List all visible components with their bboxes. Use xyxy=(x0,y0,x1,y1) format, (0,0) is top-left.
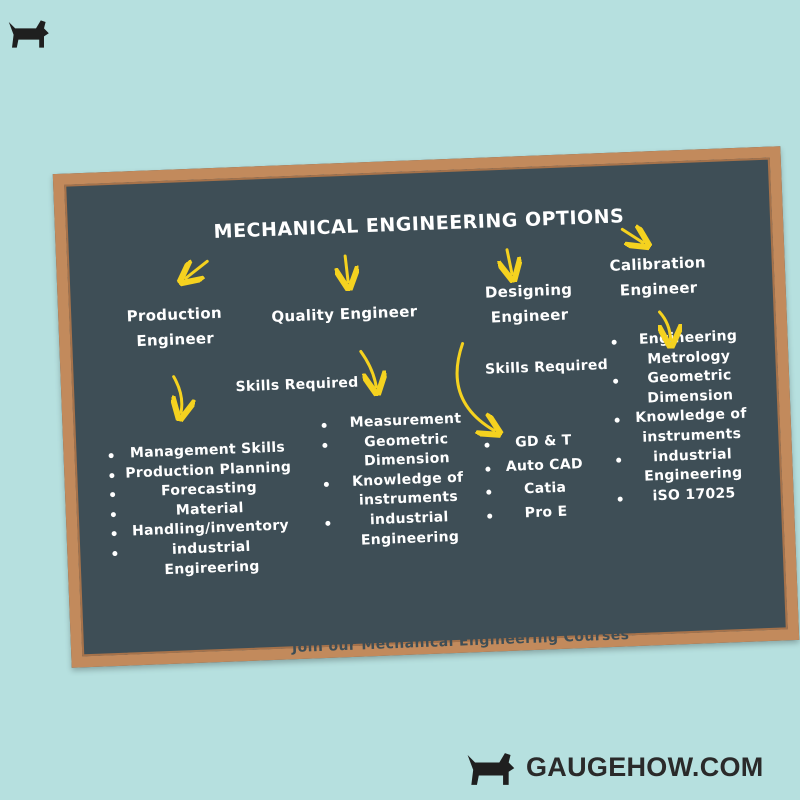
dog-logo-icon xyxy=(8,20,49,48)
dog-logo-icon xyxy=(467,753,515,785)
chalkboard: MECHANICAL ENGINEERING OPTIONS Productio… xyxy=(52,146,800,668)
arrow-icon xyxy=(359,349,376,388)
arrow-icon xyxy=(660,310,671,340)
brand-name: GAUGEHOW.COM xyxy=(526,752,764,782)
arrow-icon xyxy=(174,375,183,412)
arrow-icon xyxy=(345,254,348,282)
arrow-icon xyxy=(455,342,494,431)
arrow-icon xyxy=(620,229,643,244)
arrow-icon xyxy=(185,261,209,278)
arrows-layer xyxy=(64,158,788,657)
arrow-icon xyxy=(507,248,512,274)
